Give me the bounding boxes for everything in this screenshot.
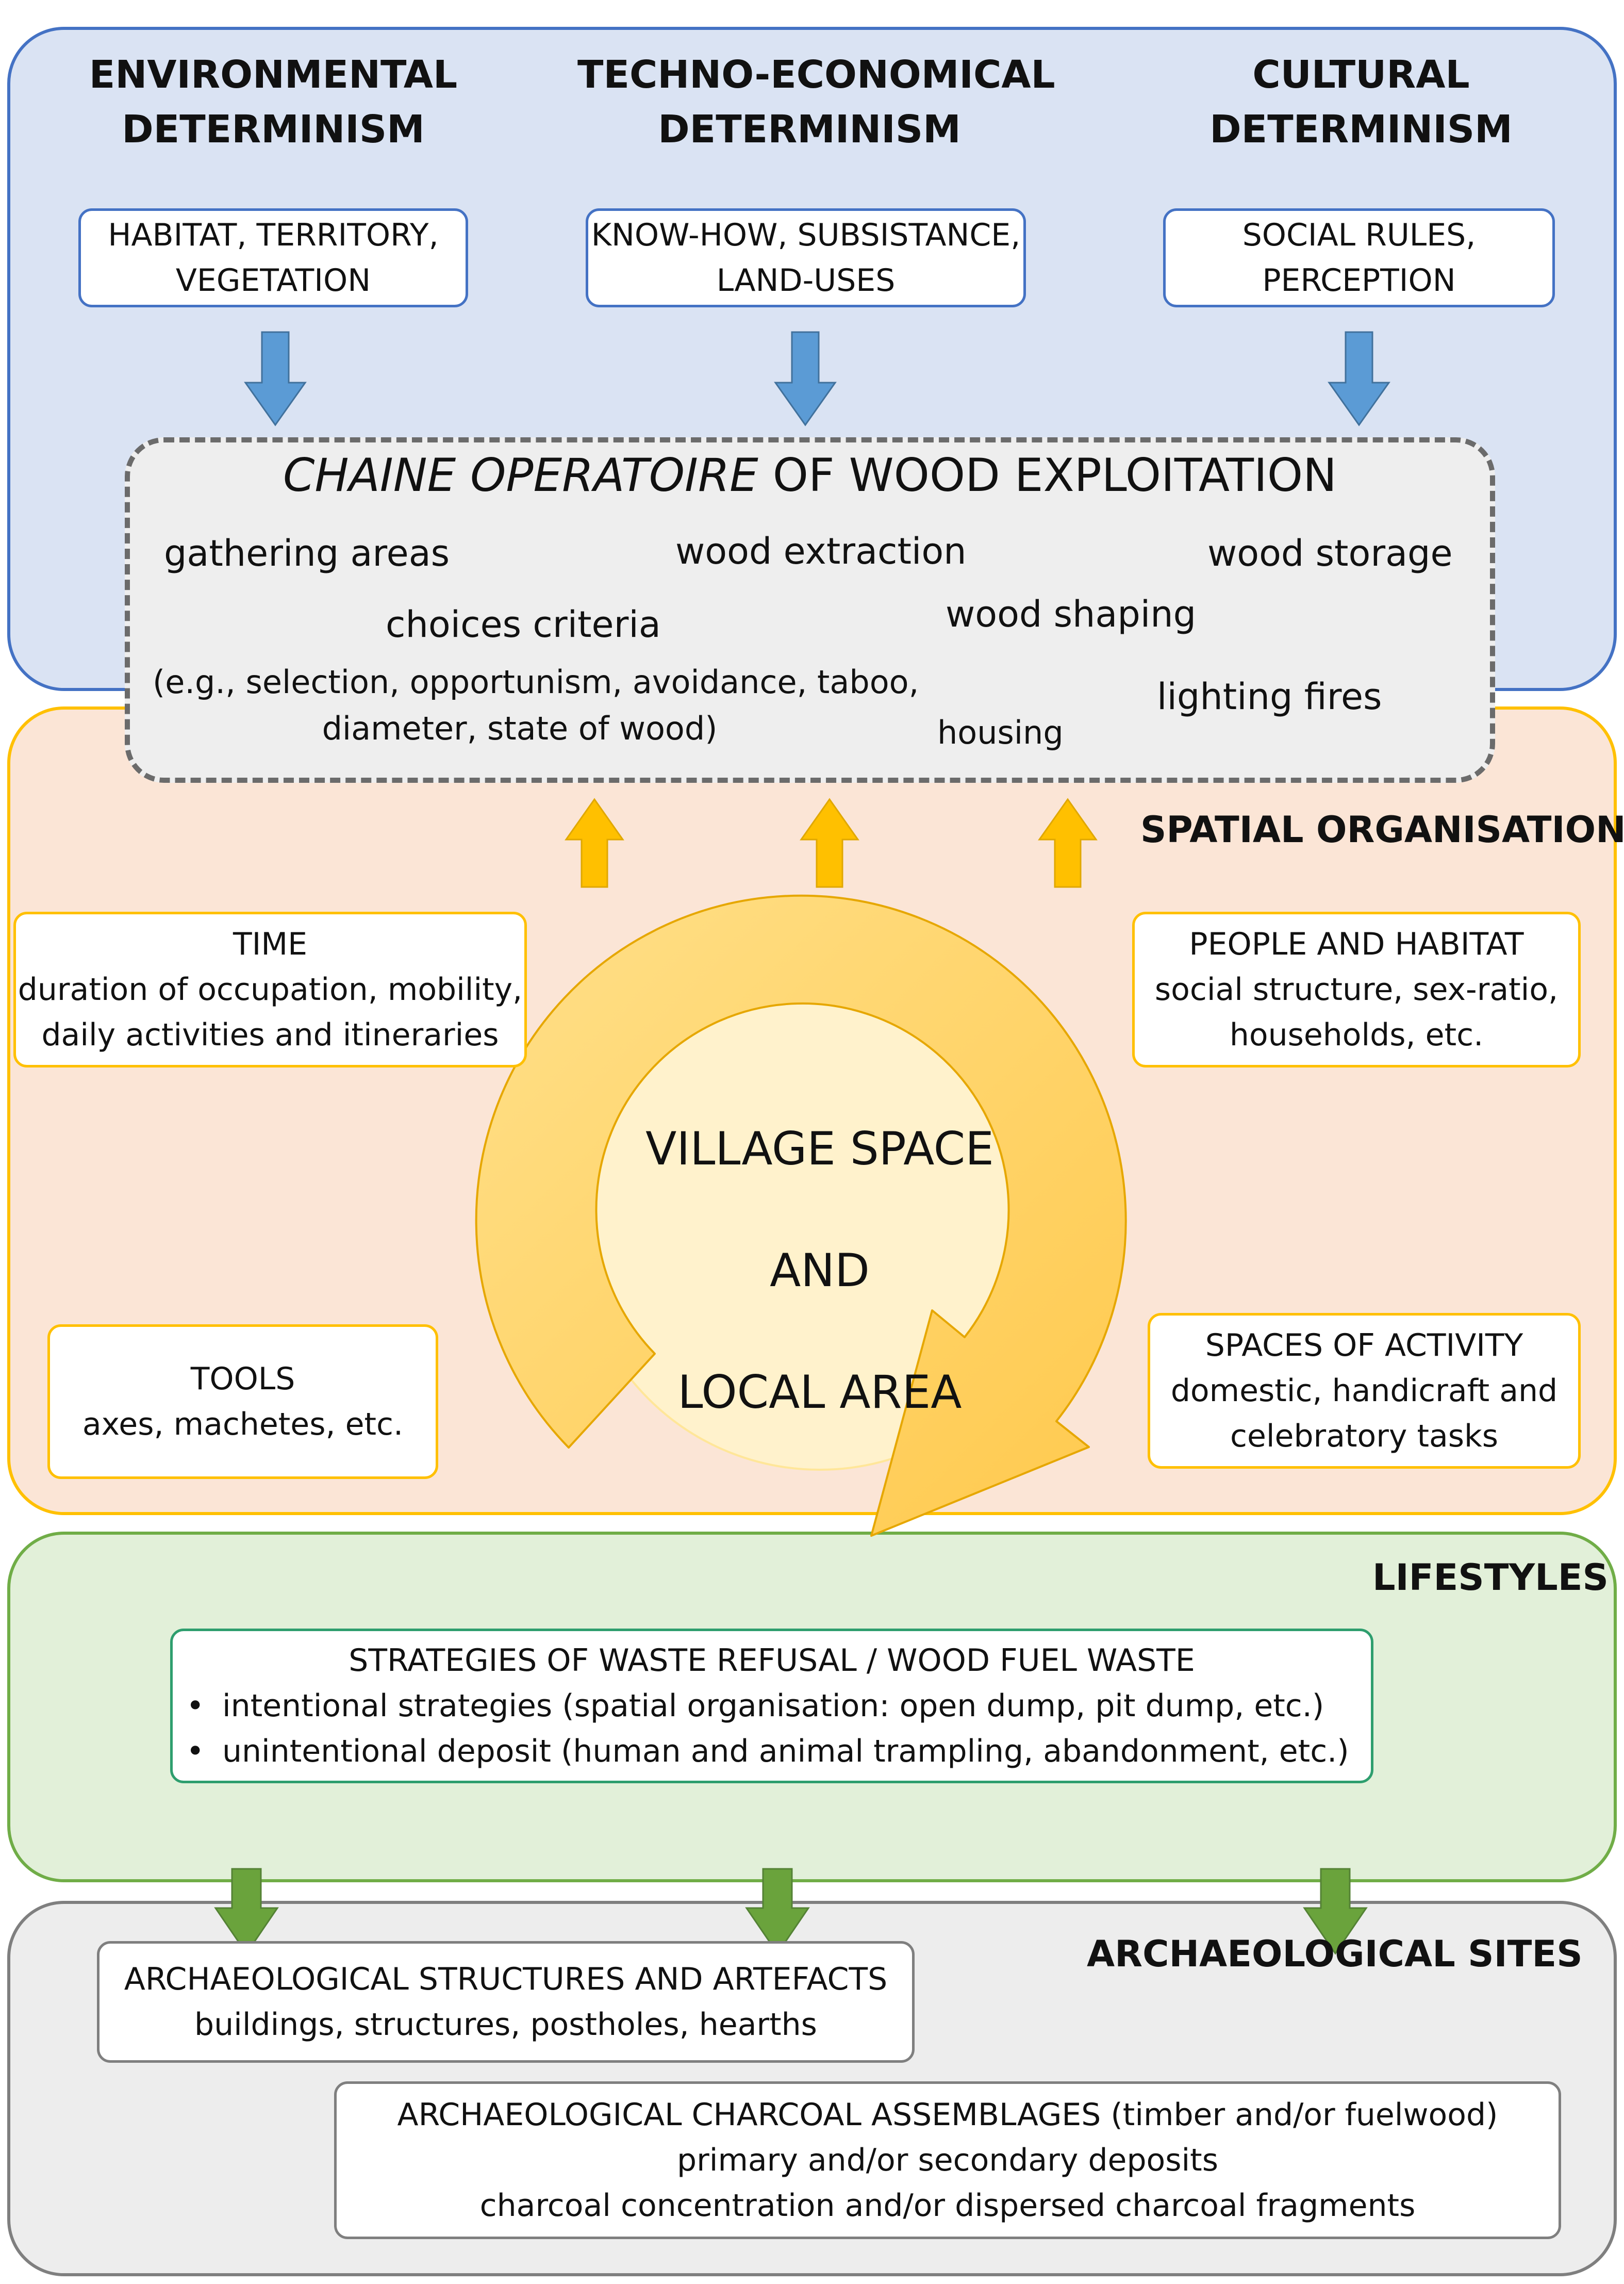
box-line: celebratory tasks	[1230, 1418, 1499, 1454]
charcoal-assemblages-box: ARCHAEOLOGICAL CHARCOAL ASSEMBLAGES (tim…	[334, 2081, 1561, 2239]
lighting-fires-label: lighting fires	[1157, 676, 1382, 718]
box-title: ARCHAEOLOGICAL CHARCOAL ASSEMBLAGES (tim…	[397, 2097, 1498, 2133]
blue-down-arrow-cultural	[1328, 331, 1390, 426]
box-title: TIME	[233, 926, 308, 962]
heading-line: DETERMINISM	[122, 107, 425, 152]
waste-strategies-title: STRATEGIES OF WASTE REFUSAL / WOOD FUEL …	[349, 1642, 1195, 1679]
wood-extraction-label: wood extraction	[675, 530, 967, 572]
heading-line: DETERMINISM	[1209, 107, 1513, 152]
spatial-organisation-label: SPATIAL ORGANISATION	[1140, 809, 1624, 851]
waste-strategies-box: STRATEGIES OF WASTE REFUSAL / WOOD FUEL …	[170, 1629, 1373, 1783]
structures-artefacts-box: ARCHAEOLOGICAL STRUCTURES AND ARTEFACTS …	[97, 1941, 915, 2063]
box-line: duration of occupation, mobility,	[18, 972, 523, 1008]
box-line: PERCEPTION	[1262, 262, 1456, 299]
tools-box: TOOLS axes, machetes, etc.	[47, 1324, 438, 1479]
heading-line: DETERMINISM	[658, 107, 961, 152]
housing-label: housing	[937, 714, 1064, 751]
village-space-text: VILLAGE SPACE AND LOCAL AREA	[577, 1088, 1062, 1453]
choices-criteria-detail: (e.g., selection, opportunism, avoidance…	[153, 659, 919, 752]
box-title: PEOPLE AND HABITAT	[1189, 926, 1524, 962]
box-line: KNOW-HOW, SUBSISTANCE,	[591, 217, 1021, 253]
box-line: domestic, handicraft and	[1170, 1373, 1558, 1409]
chaine-title-rest: OF WOOD EXPLOITATION	[758, 449, 1337, 502]
choices-criteria-label: choices criteria	[386, 603, 661, 646]
list-item: • unintentional deposit (human and anima…	[186, 1729, 1349, 1774]
list-item-text: unintentional deposit (human and animal …	[222, 1733, 1349, 1769]
circular-arrow	[475, 894, 1127, 1537]
box-line: primary and/or secondary deposits	[677, 2142, 1218, 2178]
know-how-box: KNOW-HOW, SUBSISTANCE, LAND-USES	[586, 208, 1026, 307]
chaine-operatoire-box	[125, 437, 1495, 783]
box-line: LAND-USES	[716, 262, 896, 299]
time-box: TIME duration of occupation, mobility, d…	[13, 912, 527, 1067]
blue-down-arrow-techno	[774, 331, 837, 426]
box-line: social structure, sex-ratio,	[1154, 972, 1559, 1008]
orange-up-arrow-center	[800, 798, 859, 888]
heading-line: TECHNO-ECONOMICAL	[577, 53, 1055, 97]
bullet: •	[186, 1733, 205, 1769]
lifestyles-label: LIFESTYLES	[1372, 1556, 1609, 1599]
box-title: TOOLS	[190, 1361, 295, 1397]
heading-line: CULTURAL	[1252, 53, 1470, 97]
box-line: VEGETATION	[175, 262, 371, 299]
box-line: axes, machetes, etc.	[82, 1406, 404, 1442]
box-title: ARCHAEOLOGICAL STRUCTURES AND ARTEFACTS	[124, 1961, 888, 1997]
box-line: buildings, structures, postholes, hearth…	[194, 2007, 817, 2043]
gathering-areas-label: gathering areas	[164, 532, 450, 574]
wood-storage-label: wood storage	[1207, 532, 1453, 574]
choices-detail-line: (e.g., selection, opportunism, avoidance…	[153, 663, 919, 701]
box-line: households, etc.	[1229, 1017, 1484, 1053]
box-line: daily activities and itineraries	[41, 1017, 499, 1053]
box-title: SPACES OF ACTIVITY	[1205, 1327, 1523, 1363]
techno-economical-determinism-heading: TECHNO-ECONOMICAL DETERMINISM	[577, 47, 1055, 157]
box-line: SOCIAL RULES,	[1242, 217, 1476, 253]
habitat-territory-box: HABITAT, TERRITORY, VEGETATION	[78, 208, 468, 307]
green-down-arrow-right	[1303, 1868, 1368, 1955]
people-habitat-box: PEOPLE AND HABITAT social structure, sex…	[1132, 912, 1581, 1067]
list-item: • intentional strategies (spatial organi…	[186, 1683, 1324, 1729]
social-rules-box: SOCIAL RULES, PERCEPTION	[1163, 208, 1555, 307]
box-line: charcoal concentration and/or dispersed …	[479, 2188, 1416, 2224]
wood-shaping-label: wood shaping	[946, 593, 1197, 635]
chaine-title-italic: CHAINE OPERATOIRE	[283, 449, 758, 502]
box-line: HABITAT, TERRITORY,	[108, 217, 439, 253]
orange-up-arrow-left	[565, 798, 624, 888]
village-line: VILLAGE SPACE	[645, 1122, 994, 1175]
bullet: •	[186, 1688, 205, 1724]
heading-line: ENVIRONMENTAL	[89, 53, 458, 97]
cultural-determinism-heading: CULTURAL DETERMINISM	[1170, 47, 1552, 157]
blue-down-arrow-environmental	[244, 331, 307, 426]
archaeological-sites-label: ARCHAEOLOGICAL SITES	[1087, 1933, 1583, 1975]
environmental-determinism-heading: ENVIRONMENTAL DETERMINISM	[82, 47, 464, 157]
spaces-of-activity-box: SPACES OF ACTIVITY domestic, handicraft …	[1148, 1313, 1581, 1469]
green-down-arrow-center	[745, 1868, 810, 1955]
choices-detail-line: diameter, state of wood)	[322, 710, 718, 747]
list-item-text: intentional strategies (spatial organisa…	[222, 1688, 1324, 1724]
village-line: LOCAL AREA	[677, 1366, 962, 1419]
orange-up-arrow-right	[1038, 798, 1098, 888]
village-line: AND	[770, 1244, 870, 1297]
chaine-operatoire-title: CHAINE OPERATOIRE OF WOOD EXPLOITATION	[125, 449, 1495, 502]
green-down-arrow-left	[214, 1868, 279, 1955]
